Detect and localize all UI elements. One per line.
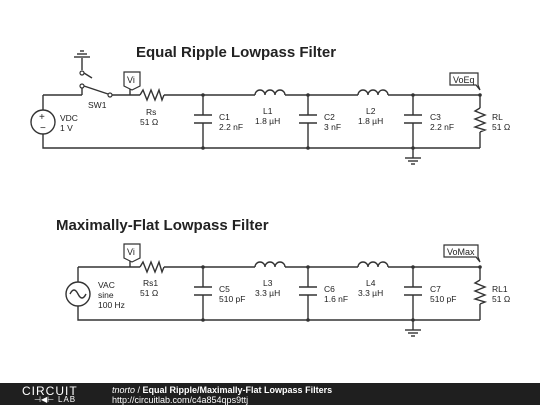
circuit2-title: Maximally-Flat Lowpass Filter [56,217,269,234]
ground-symbol-2 [405,329,421,337]
l3-value: 3.3 µH [255,288,280,298]
c5-name: C5 [219,284,230,294]
capacitor-c5 [194,265,212,322]
capacitor-c3 [404,93,422,150]
rl1-value: 51 Ω [492,294,510,304]
c5-value: 510 pF [219,294,245,304]
l2-name: L2 [366,106,376,116]
vdc-value: 1 V [60,123,73,133]
rs-name: Rs [146,107,156,117]
inductor-l3 [254,261,286,268]
l3-name: L3 [263,278,273,288]
c1-name: C1 [219,112,230,122]
svg-text:Vi: Vi [127,247,135,257]
c1-value: 2.2 nF [219,122,243,132]
c7-name: C7 [430,284,441,294]
circuit1-wires [42,88,481,158]
vi-flag-1: Vi [123,71,141,95]
circuit-title-link[interactable]: Equal Ripple/Maximally-Flat Lowpass Filt… [142,385,333,395]
svg-text:−: − [40,123,46,134]
svg-text:VoEq: VoEq [453,75,475,85]
c2-value: 3 nF [324,122,341,132]
rs-value: 51 Ω [140,117,158,127]
vac-waveform: sine [98,290,114,300]
vi-flag-2: Vi [123,243,141,267]
resistor-rl1 [472,279,488,305]
l4-value: 3.3 µH [358,288,383,298]
vac-name: VAC [98,280,115,290]
footer-bar: CIRCUIT ⊣◀⊢ LAB tnorto / Equal Ripple/Ma… [0,383,540,405]
circuit2-wires [77,266,481,330]
circuitlab-logo: CIRCUIT ⊣◀⊢ LAB [22,384,78,404]
footer-title-line: tnorto / Equal Ripple/Maximally-Flat Low… [112,385,332,395]
rl-value: 51 Ω [492,122,510,132]
capacitor-c1 [194,93,212,150]
switch-sw1 [79,70,113,98]
l2-value: 1.8 µH [358,116,383,126]
vac-frequency: 100 Hz [98,300,125,310]
rl1-name: RL1 [492,284,508,294]
capacitor-c7 [404,265,422,322]
switch-ground-symbol [74,50,90,70]
circuit1-title: Equal Ripple Lowpass Filter [136,44,336,61]
author-link[interactable]: tnorto [112,385,136,395]
vdc-source-symbol: + − [30,109,56,135]
c7-value: 510 pF [430,294,456,304]
svg-text:Vi: Vi [127,75,135,85]
c3-value: 2.2 nF [430,122,454,132]
svg-text:VoMax: VoMax [447,247,475,257]
resistor-rs [139,87,165,103]
schematic-canvas: Equal Ripple Lowpass Filter SW1 [30,44,510,337]
vdc-name: VDC [60,113,78,123]
inductor-l2 [357,89,389,96]
l1-name: L1 [263,106,273,116]
l4-name: L4 [366,278,376,288]
c6-name: C6 [324,284,335,294]
capacitor-c2 [299,93,317,150]
ground-symbol-1 [405,157,421,165]
rl-name: RL [492,112,503,122]
inductor-l4 [357,261,389,268]
resistor-rs1 [139,259,165,275]
resistor-rl [472,107,488,133]
rs1-value: 51 Ω [140,288,158,298]
title-separator: / [135,385,143,395]
inductor-l1 [254,89,286,96]
c3-name: C3 [430,112,441,122]
vomax-flag: VoMax [443,244,482,269]
c6-value: 1.6 nF [324,294,348,304]
c2-name: C2 [324,112,335,122]
voeq-flag: VoEq [449,72,482,97]
capacitor-c6 [299,265,317,322]
svg-text:+: + [39,112,45,123]
vac-source-symbol [65,281,91,307]
sw1-label: SW1 [88,100,107,110]
rs1-name: Rs1 [143,278,158,288]
circuit-url-link[interactable]: http://circuitlab.com/c4a854qps9ttj [112,395,249,405]
l1-value: 1.8 µH [255,116,280,126]
